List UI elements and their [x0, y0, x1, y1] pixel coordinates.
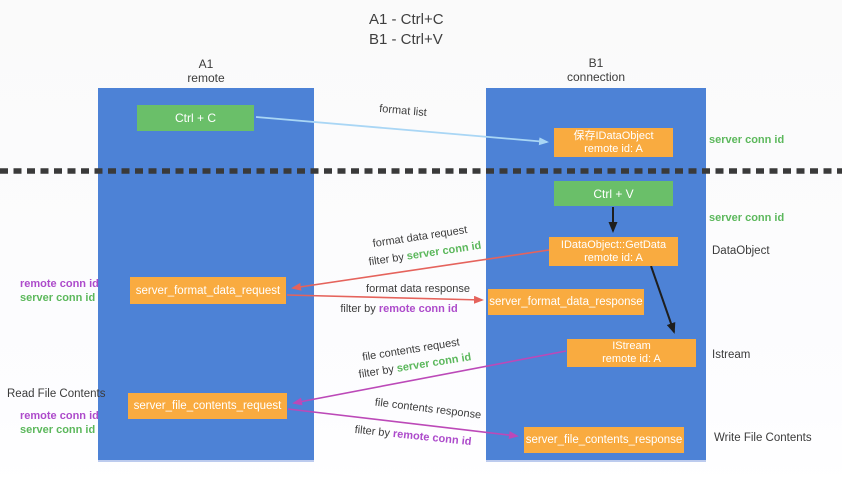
istream-line1: IStream [612, 340, 651, 352]
getdata-to-istream-arrow [650, 265, 676, 334]
save-dataobject-node: 保存IDataObject remote id: A [554, 128, 673, 157]
remote-conn-id-label-1: remote conn id [20, 278, 99, 290]
istream-annotation: Istream [712, 349, 751, 361]
format-request-to-response-arrow [286, 294, 484, 304]
ctrl-c-node: Ctrl + C [137, 105, 254, 131]
server-conn-id-annotation-top: server conn id [709, 134, 785, 146]
lane-b1-id: B1 [588, 56, 604, 70]
dataobject-annotation: DataObject [712, 245, 770, 257]
server-conn-id-label-2: server conn id [20, 423, 96, 436]
server-format-data-response-node: server_format_data_response [488, 289, 644, 315]
lane-header-a1: A1 remote [98, 57, 314, 85]
server-file-contents-request-label: server_file_contents_request [133, 400, 282, 412]
format-data-response-arrow-label: format data response [366, 283, 470, 295]
lane-a1-name: remote [187, 71, 225, 85]
ctrl-c-label: Ctrl + C [174, 111, 216, 125]
server-conn-id-label-1: server conn id [20, 291, 96, 304]
server-format-data-request-label: server_format_data_request [135, 284, 281, 297]
lane-b1-name: connection [566, 70, 626, 84]
server-format-data-response-label: server_format_data_response [489, 296, 643, 308]
remote-conn-id-label-2: remote conn id [20, 410, 99, 422]
format-response-filter-label: filter by remote conn id [335, 303, 463, 315]
lane-a1-id: A1 [198, 57, 214, 71]
filter-remote-conn-id-1: remote conn id [378, 303, 458, 315]
file-request-to-response-arrow [287, 408, 519, 440]
conn-id-group-format: remote conn id server conn id [20, 278, 99, 305]
format-list-arrow [255, 116, 549, 146]
save-dataobject-line1: 保存IDataObject [573, 129, 654, 142]
title-line-2: B1 - Ctrl+V [369, 31, 443, 48]
server-file-contents-response-label: server_file_contents_response [525, 434, 683, 446]
title-line-1: A1 - Ctrl+C [369, 11, 444, 28]
server-file-contents-request-node: server_file_contents_request [128, 393, 287, 419]
istream-to-file-request-arrow [292, 350, 567, 406]
lane-header-b1: B1 connection [486, 56, 706, 84]
save-dataobject-line2: remote id: A [584, 142, 643, 155]
filter-by-text-2: filter by [340, 303, 376, 315]
getdata-line1: IDataObject::GetData [560, 238, 667, 251]
server-format-data-request-node: server_format_data_request [130, 277, 286, 304]
getdata-to-format-request-arrow [291, 249, 550, 291]
diagram-title: A1 - Ctrl+C B1 - Ctrl+V [369, 10, 444, 50]
conn-id-group-file: remote conn id server conn id [20, 410, 99, 437]
getdata-line2: remote id: A [584, 251, 643, 264]
istream-line2: remote id: A [602, 353, 661, 365]
getdata-node: IDataObject::GetData remote id: A [549, 237, 678, 266]
ctrl-v-label: Ctrl + V [593, 186, 634, 201]
istream-node: IStream remote id: A [567, 339, 696, 367]
read-file-contents-annotation: Read File Contents [7, 388, 106, 400]
ctrl-v-node: Ctrl + V [554, 181, 673, 206]
server-file-contents-response-node: server_file_contents_response [524, 427, 684, 453]
server-conn-id-annotation-mid: server conn id [709, 212, 785, 224]
write-file-contents-annotation: Write File Contents [714, 432, 812, 444]
